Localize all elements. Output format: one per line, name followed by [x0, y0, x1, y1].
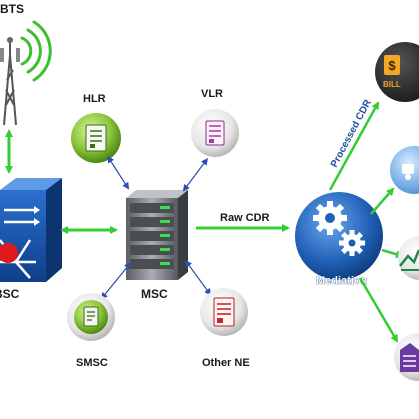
- otherne-msc-link: [185, 259, 212, 296]
- mediation-label: Mediation: [316, 275, 368, 287]
- vlr-label: VLR: [201, 88, 223, 100]
- vlr-msc-link: [182, 158, 208, 192]
- bts-tower-icon: [0, 20, 52, 126]
- mediation-gears-icon: [295, 192, 383, 280]
- bts-label: BTS: [0, 2, 24, 16]
- system-4-icon: [394, 333, 419, 381]
- other-ne-label: Other NE: [202, 357, 250, 369]
- smsc-msc-link: [100, 262, 132, 300]
- msc-label: MSC: [141, 287, 168, 301]
- raw-cdr-label: Raw CDR: [220, 212, 270, 224]
- processed-cdr-label: Processed CDR: [329, 97, 374, 169]
- billing-system-icon: $ BILL: [375, 42, 419, 102]
- smsc-database-icon: [67, 293, 115, 341]
- svg-text:$: $: [388, 58, 396, 73]
- mediation-to-system4-link: [358, 277, 399, 343]
- system-2-icon: [390, 146, 419, 194]
- bsc-red-indicator: [0, 243, 18, 263]
- hlr-database-icon: [71, 113, 121, 163]
- msc-server-icon: [126, 190, 188, 280]
- system-3-icon: [398, 236, 419, 280]
- hlr-msc-link: [107, 155, 130, 190]
- billing-icon-text: BILL: [383, 80, 401, 89]
- hlr-label: HLR: [83, 93, 106, 105]
- mediation-to-system2-link: [370, 187, 395, 215]
- vlr-database-icon: [191, 109, 239, 157]
- bsc-switch-icon: [0, 178, 62, 282]
- smsc-label: SMSC: [76, 357, 108, 369]
- other-ne-database-icon: [200, 288, 248, 336]
- processed-cdr-link: [328, 101, 380, 191]
- bsc-label: BSC: [0, 287, 20, 301]
